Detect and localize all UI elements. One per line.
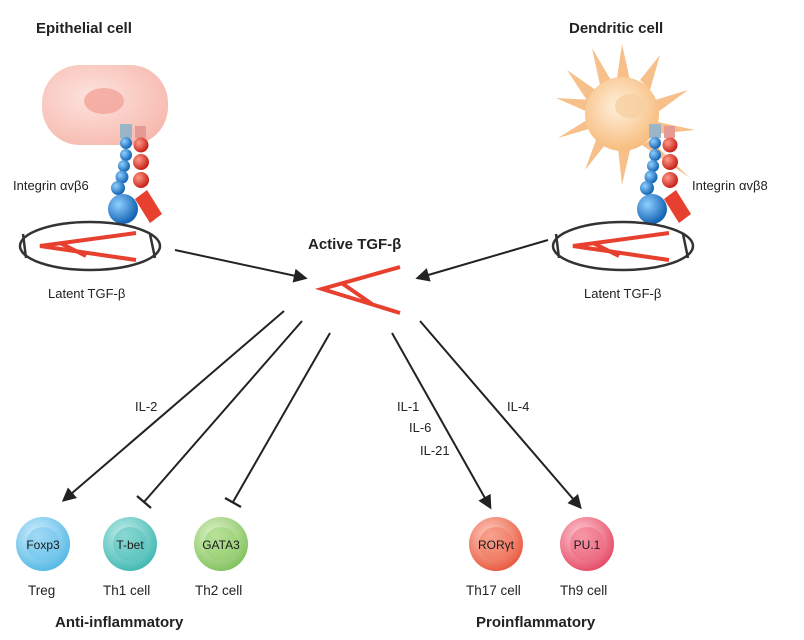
- th2-cell: GATA3: [194, 517, 248, 571]
- arrow-to-th17: [391, 332, 492, 510]
- inhibit-th2: [224, 332, 331, 508]
- epithelial-cell-body: [42, 65, 168, 145]
- latent-tgf-beta-right-label: Latent TGF-β: [584, 286, 661, 301]
- il1-label: IL-1: [397, 399, 419, 414]
- foxp3-label: Foxp3: [26, 538, 60, 552]
- gata3-label: GATA3: [202, 538, 240, 552]
- th1-caption: Th1 cell: [103, 583, 150, 598]
- th9-caption: Th9 cell: [560, 583, 607, 598]
- il6-label: IL-6: [409, 420, 431, 435]
- active-tgf-beta-label: Active TGF-β: [308, 236, 401, 253]
- il2-label: IL-2: [135, 399, 157, 414]
- integrin-b8-label: Integrin αvβ8: [692, 178, 768, 193]
- treg-caption: Treg: [28, 583, 55, 598]
- arrow-to-th9: [419, 320, 582, 510]
- arrow-dendritic-to-active: [415, 239, 549, 282]
- dendritic-cell-title: Dendritic cell: [569, 20, 663, 37]
- inhibit-th1: [136, 320, 303, 509]
- proinflammatory-label: Proinflammatory: [476, 614, 596, 631]
- rorgt-label: RORγt: [478, 538, 515, 552]
- latent-tgf-beta-left: [18, 220, 162, 272]
- integrin-b6-label: Integrin αvβ6: [13, 178, 89, 193]
- latent-tgf-beta-right: [551, 220, 695, 272]
- th1-cell: T-bet: [103, 517, 157, 571]
- integrin-alpha-v-beta6: [108, 124, 162, 224]
- treg-cell: Foxp3: [16, 517, 70, 571]
- pu1-label: PU.1: [574, 538, 601, 552]
- arrow-epithelial-to-active: [174, 249, 308, 283]
- active-tgf-beta-icon: [314, 265, 401, 315]
- il21-label: IL-21: [420, 443, 450, 458]
- th9-cell: PU.1: [560, 517, 614, 571]
- th17-cell: RORγt: [469, 517, 523, 571]
- integrin-alpha-v-beta8: [637, 124, 691, 224]
- latent-tgf-beta-left-label: Latent TGF-β: [48, 286, 125, 301]
- arrow-to-treg: [61, 310, 285, 502]
- epithelial-cell-title: Epithelial cell: [36, 20, 132, 37]
- il4-label: IL-4: [507, 399, 529, 414]
- th17-caption: Th17 cell: [466, 583, 521, 598]
- anti-inflammatory-label: Anti-inflammatory: [55, 614, 184, 631]
- tbet-label: T-bet: [116, 538, 144, 552]
- th2-caption: Th2 cell: [195, 583, 242, 598]
